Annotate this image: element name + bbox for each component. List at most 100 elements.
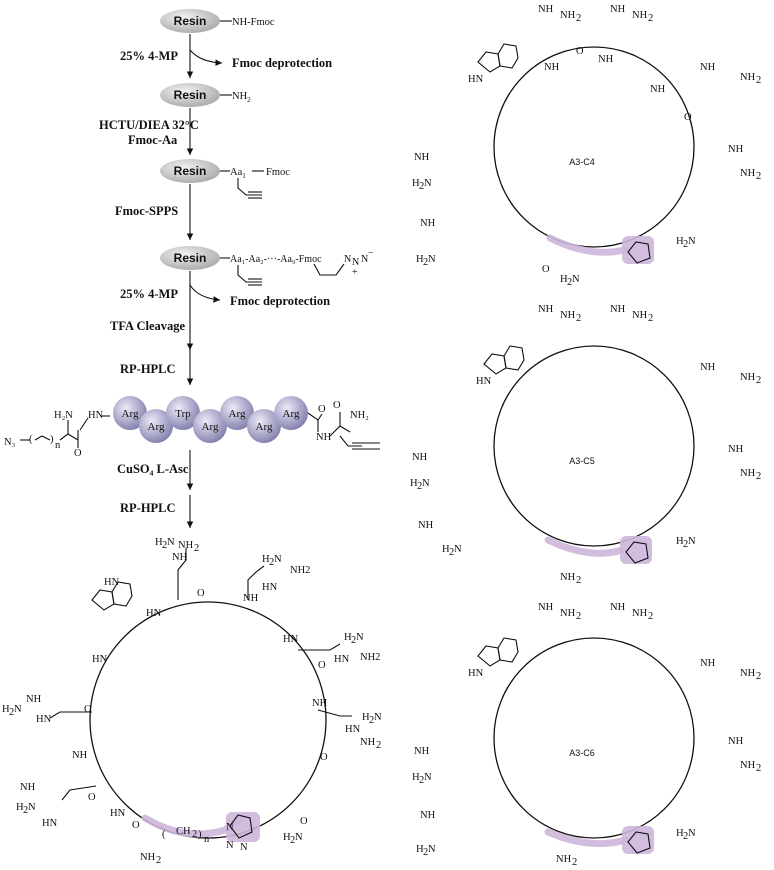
macrocycle-ring <box>493 46 695 248</box>
resin-step-1: Resin NH-Fmoc <box>160 9 275 33</box>
linker-highlight <box>544 828 630 848</box>
svg-text:NH: NH <box>178 540 194 551</box>
svg-text:N: N <box>428 254 436 265</box>
svg-text:N: N <box>572 274 580 285</box>
svg-text:Arg: Arg <box>122 408 139 420</box>
svg-text:O: O <box>300 816 308 827</box>
svg-text:H: H <box>416 254 424 265</box>
bead-3 <box>166 396 200 430</box>
resin-step-4: Resin Aa₁-Aa₂-···-Aa₉-Fmoc N N + N − <box>160 246 374 286</box>
svg-text:2: 2 <box>576 13 581 24</box>
svg-text:NH: NH <box>740 468 756 479</box>
bead-6 <box>247 409 281 443</box>
svg-text:NH: NH <box>243 593 259 604</box>
svg-text:NH2: NH2 <box>290 565 310 576</box>
resin-label: Resin <box>174 14 207 28</box>
svg-text:Arg: Arg <box>256 421 273 433</box>
svg-text:NH: NH <box>560 10 576 21</box>
svg-text:HN: HN <box>42 818 58 829</box>
nh2-label: NH2 <box>232 91 251 104</box>
svg-text:2: 2 <box>567 277 572 288</box>
svg-text:H: H <box>155 537 163 548</box>
svg-text:2: 2 <box>417 481 422 492</box>
svg-text:N: N <box>167 537 175 548</box>
svg-text:O: O <box>542 264 550 275</box>
svg-text:NH: NH <box>140 852 156 863</box>
svg-text:O: O <box>684 112 692 123</box>
linker-highlight <box>546 234 628 256</box>
macrocycle-code: A3-C4 <box>569 157 595 167</box>
svg-text:NH: NH <box>316 432 332 443</box>
svg-text:2: 2 <box>419 181 424 192</box>
svg-text:Arg: Arg <box>229 408 246 420</box>
svg-text:H: H <box>676 536 684 547</box>
macrocycle-code: A3-C6 <box>569 748 595 758</box>
resin-label: Resin <box>174 251 207 265</box>
resin-bead <box>160 159 220 183</box>
svg-text:NH: NH <box>412 452 428 463</box>
svg-text:H: H <box>412 178 420 189</box>
svg-text:Arg: Arg <box>202 421 219 433</box>
svg-text:H: H <box>410 478 418 489</box>
svg-text:HN: HN <box>345 724 361 735</box>
azide-minus: − <box>368 248 374 259</box>
svg-text:N: N <box>454 544 462 555</box>
svg-text:NH: NH <box>538 602 554 613</box>
svg-text:N: N <box>688 536 696 547</box>
triazole-highlight <box>622 826 654 854</box>
svg-text:2: 2 <box>351 635 356 646</box>
svg-text:H: H <box>2 704 10 715</box>
svg-text:NH: NH <box>740 760 756 771</box>
svg-text:H₂N: H₂N <box>54 410 73 421</box>
svg-text:H: H <box>676 236 684 247</box>
svg-text:): ) <box>50 434 54 445</box>
svg-text:NH: NH <box>700 62 716 73</box>
azide-n3: N <box>361 254 368 265</box>
svg-text:HN: HN <box>334 654 350 665</box>
step-label-tfa: TFA Cleavage <box>110 319 186 333</box>
macrocycle-ring <box>493 345 695 547</box>
resin-label: Resin <box>174 88 207 102</box>
svg-text:N: N <box>374 712 382 723</box>
svg-text:N: N <box>428 844 436 855</box>
triazole-highlight <box>620 536 652 564</box>
svg-text:2: 2 <box>376 740 381 751</box>
svg-text:(: ( <box>29 434 33 445</box>
svg-text:(: ( <box>162 829 166 840</box>
svg-text:NH: NH <box>650 84 666 95</box>
svg-text:NH: NH <box>414 152 430 163</box>
linker-highlight <box>141 814 246 838</box>
svg-text:Trp: Trp <box>175 408 191 420</box>
svg-text:N: N <box>424 178 432 189</box>
svg-text:2: 2 <box>648 313 653 324</box>
step-label-cuso4: CuSO₄ L-Asc <box>117 462 189 476</box>
step-label-hctu: HCTU/DIEA 32°C <box>99 118 199 132</box>
svg-text:HN: HN <box>146 608 162 619</box>
svg-text:NH: NH <box>610 304 626 315</box>
svg-text:NH: NH <box>728 444 744 455</box>
resin-step-3: Resin Aa1 Fmoc <box>160 159 290 199</box>
resin-bead <box>160 83 220 107</box>
nh-fmoc-label: NH-Fmoc <box>232 17 275 28</box>
svg-text:NH: NH <box>700 362 716 373</box>
svg-text:Arg: Arg <box>148 421 165 433</box>
svg-text:NH: NH <box>740 72 756 83</box>
svg-text:2: 2 <box>756 75 761 86</box>
svg-text:2: 2 <box>683 539 688 550</box>
svg-text:H: H <box>560 274 568 285</box>
svg-text:2: 2 <box>419 775 424 786</box>
macrocycle-ring <box>493 637 695 839</box>
svg-text:NH: NH <box>26 694 42 705</box>
svg-text:H: H <box>412 772 420 783</box>
svg-text:): ) <box>198 829 202 840</box>
svg-text:HN: HN <box>476 376 492 387</box>
svg-text:N: N <box>688 828 696 839</box>
step-label-fmoc-spps: Fmoc-SPPS <box>115 204 178 218</box>
svg-text:Arg: Arg <box>283 408 300 420</box>
svg-text:HN: HN <box>110 808 126 819</box>
svg-text:N: N <box>274 554 282 565</box>
svg-text:2: 2 <box>192 829 197 840</box>
